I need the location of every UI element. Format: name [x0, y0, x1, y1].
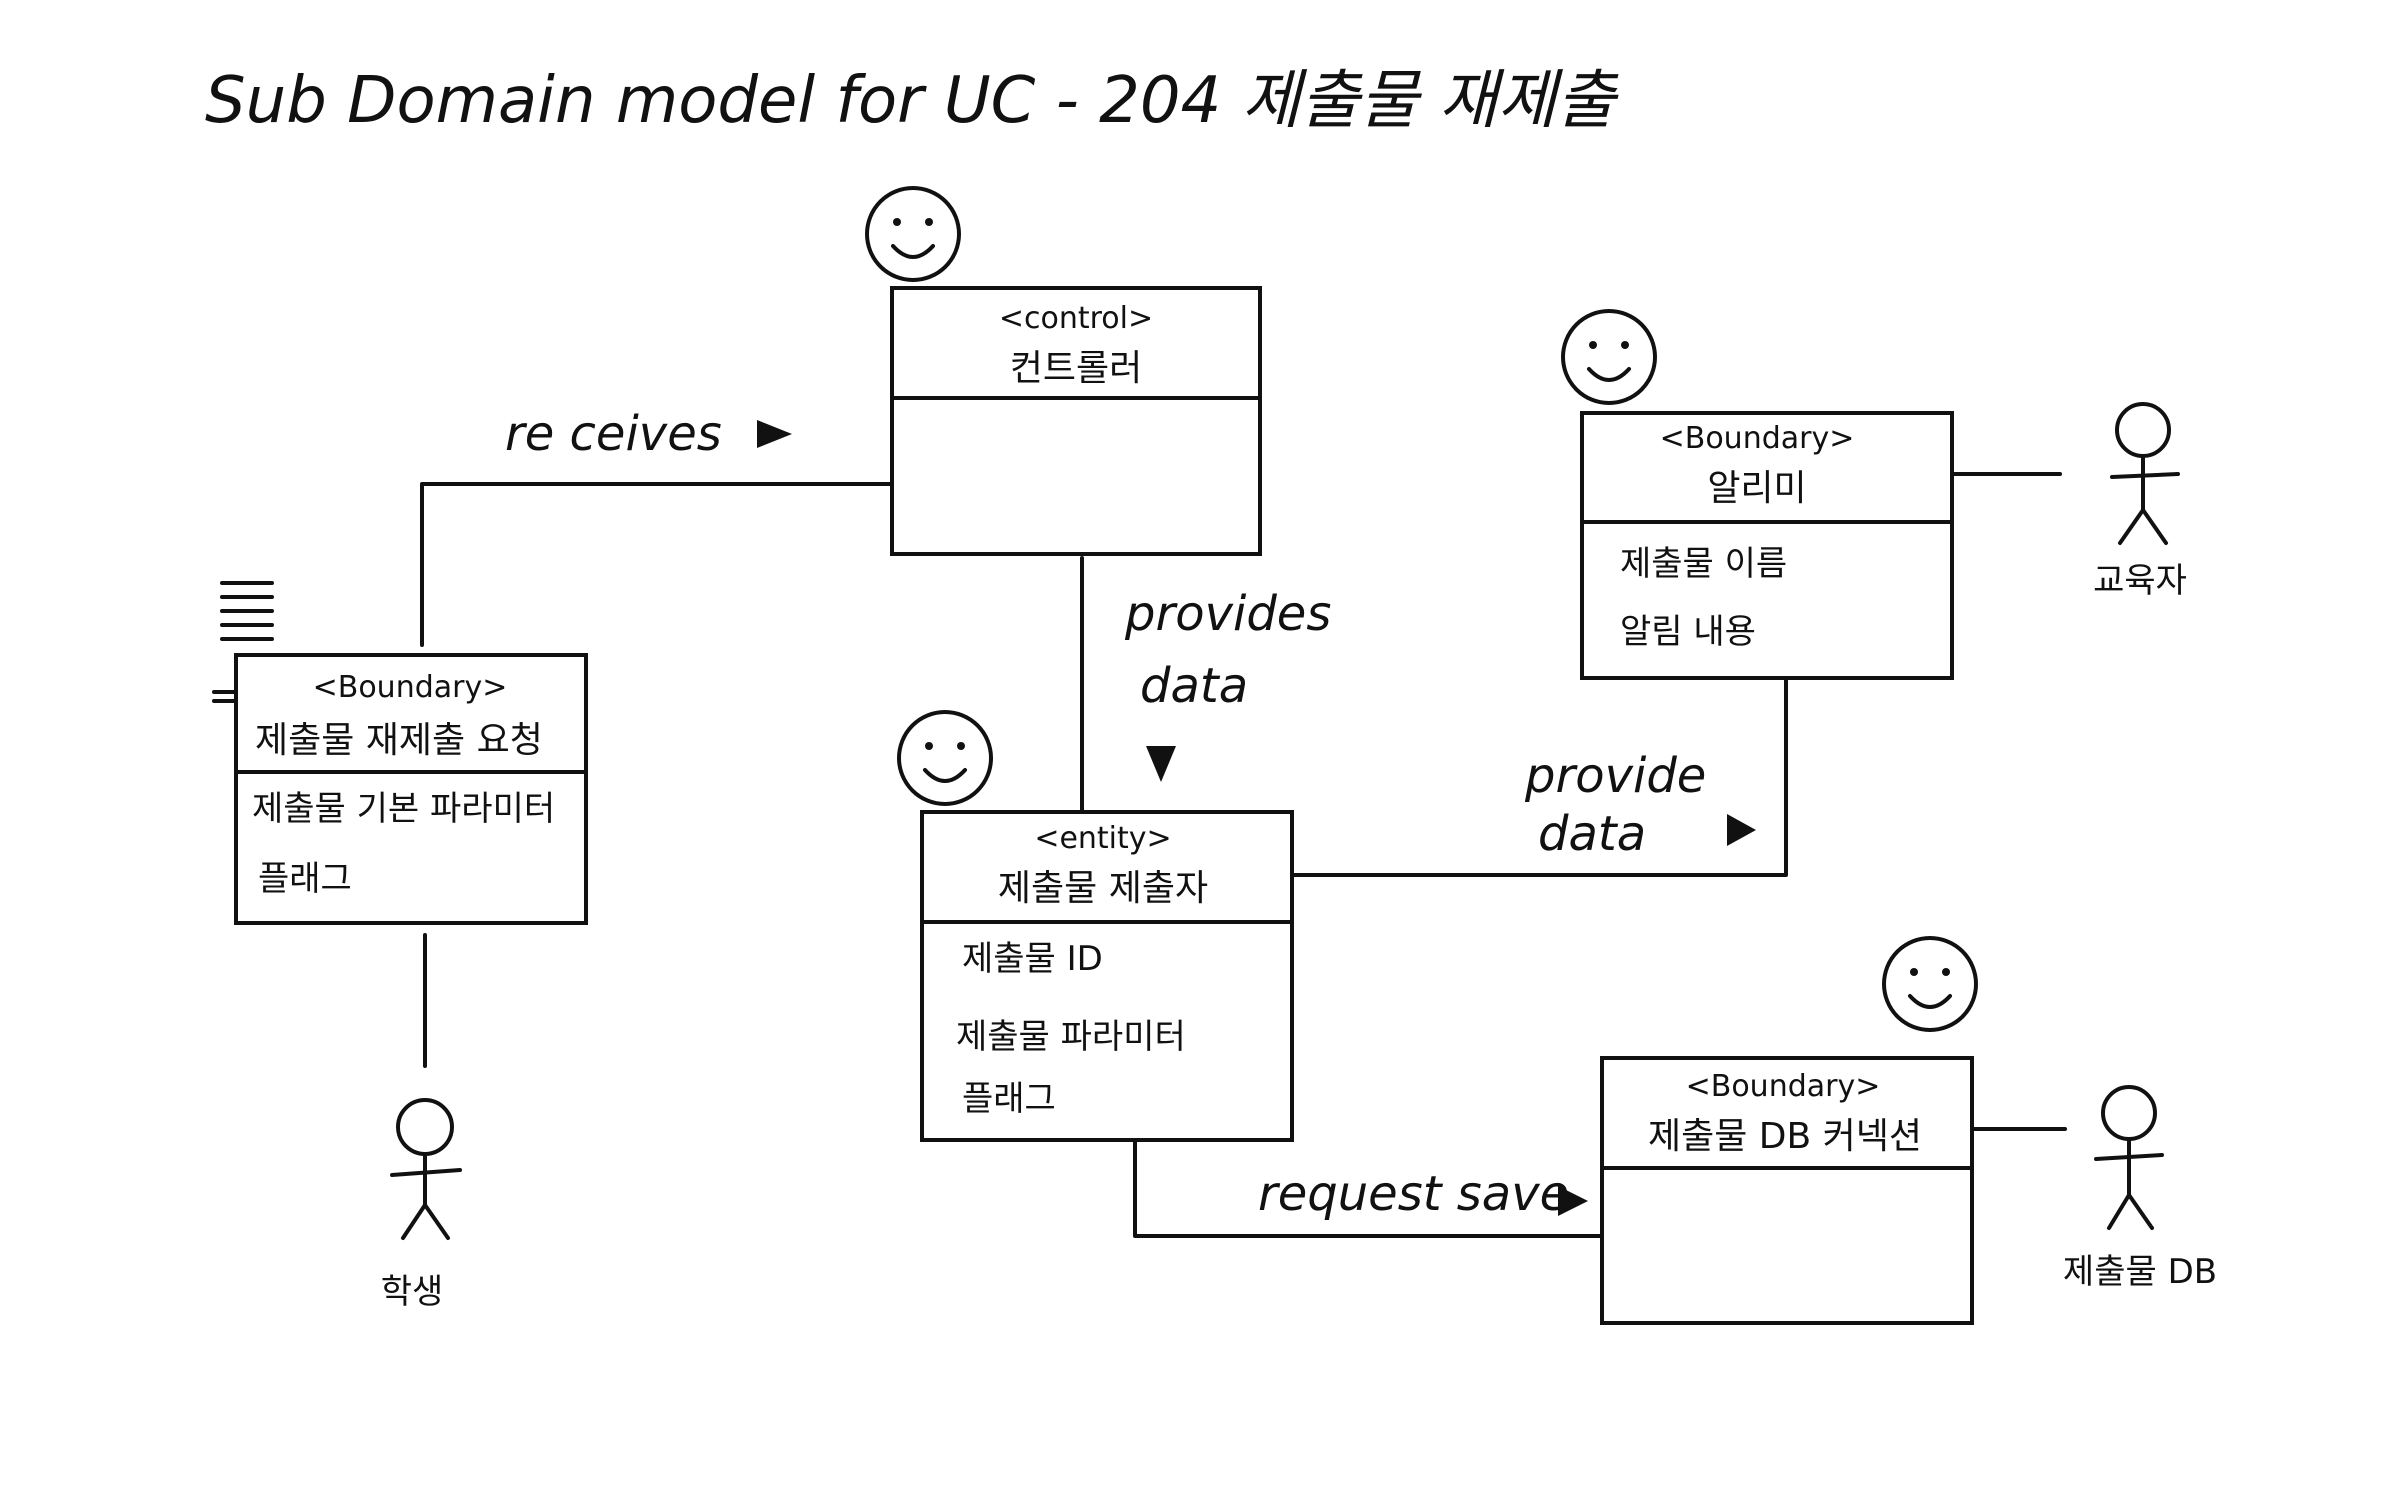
assoc-request-save: request save — [1258, 1166, 1569, 1222]
notifier-attr: 알림 내용 — [1620, 612, 1756, 652]
link-entity-db — [1133, 1139, 1604, 1238]
stick-figure-icon — [2094, 1085, 2164, 1230]
control-name: 컨트롤러 — [1010, 348, 1142, 389]
db-boundary-stereotype: <Boundary> — [1686, 1069, 1881, 1104]
actor-educator-label: 교육자 — [2093, 561, 2187, 601]
actor-student-label: 학생 — [381, 1272, 444, 1312]
db-boundary-name: 제출물 DB 커넥션 — [1648, 1116, 1922, 1157]
link-entity-notifier — [1290, 678, 1788, 877]
assoc-provide-data: provide — [1524, 748, 1706, 804]
entity-class[interactable]: <entity> 제출물 제출자 제출물 ID 제출물 파라미터 플래그 — [920, 810, 1294, 1142]
arrowhead-icon — [1727, 814, 1756, 846]
entity-attr: 제출물 파라미터 — [956, 1017, 1186, 1057]
notifier-stereotype: <Boundary> — [1660, 421, 1855, 456]
smiley-icon — [897, 710, 993, 806]
smiley-icon — [1882, 936, 1978, 1032]
smiley-icon — [1561, 309, 1657, 405]
notifier-boundary-class[interactable]: <Boundary> 알리미 제출물 이름 알림 내용 — [1580, 411, 1954, 680]
stick-figure-icon — [390, 1098, 462, 1240]
assoc-receives: re ceives — [505, 406, 722, 462]
diagram-title: Sub Domain model for UC - 204 제출물 재제출 — [205, 64, 1619, 138]
arrowhead-icon — [1146, 746, 1176, 782]
request-boundary-name: 제출물 재제출 요청 — [255, 720, 543, 761]
request-boundary-class[interactable]: <Boundary> 제출물 재제출 요청 제출물 기본 파라미터 플래그 — [234, 653, 588, 925]
assoc-provides-data: provides — [1124, 586, 1331, 642]
arrowhead-icon — [757, 420, 792, 448]
smiley-icon — [865, 186, 961, 282]
link-request-control — [420, 482, 892, 647]
entity-name: 제출물 제출자 — [998, 868, 1208, 909]
request-boundary-attr: 제출물 기본 파라미터 — [252, 789, 555, 829]
assoc-provides-data: data — [1140, 658, 1248, 714]
entity-attr: 제출물 ID — [962, 939, 1103, 979]
entity-attr: 플래그 — [962, 1079, 1056, 1119]
stick-figure-icon — [2110, 402, 2180, 545]
control-class[interactable]: <control> 컨트롤러 — [890, 286, 1262, 556]
arrowhead-icon — [1558, 1186, 1588, 1216]
request-boundary-attr: 플래그 — [258, 859, 352, 899]
notifier-name: 알리미 — [1707, 468, 1806, 509]
db-boundary-class[interactable]: <Boundary> 제출물 DB 커넥션 — [1600, 1056, 1974, 1325]
assoc-provide-data: data — [1538, 806, 1646, 862]
notifier-attr: 제출물 이름 — [1620, 544, 1787, 584]
request-boundary-stereotype: <Boundary> — [313, 670, 508, 705]
control-stereotype: <control> — [999, 301, 1153, 336]
entity-stereotype: <entity> — [1034, 821, 1171, 856]
actor-db-label: 제출물 DB — [2063, 1252, 2217, 1292]
